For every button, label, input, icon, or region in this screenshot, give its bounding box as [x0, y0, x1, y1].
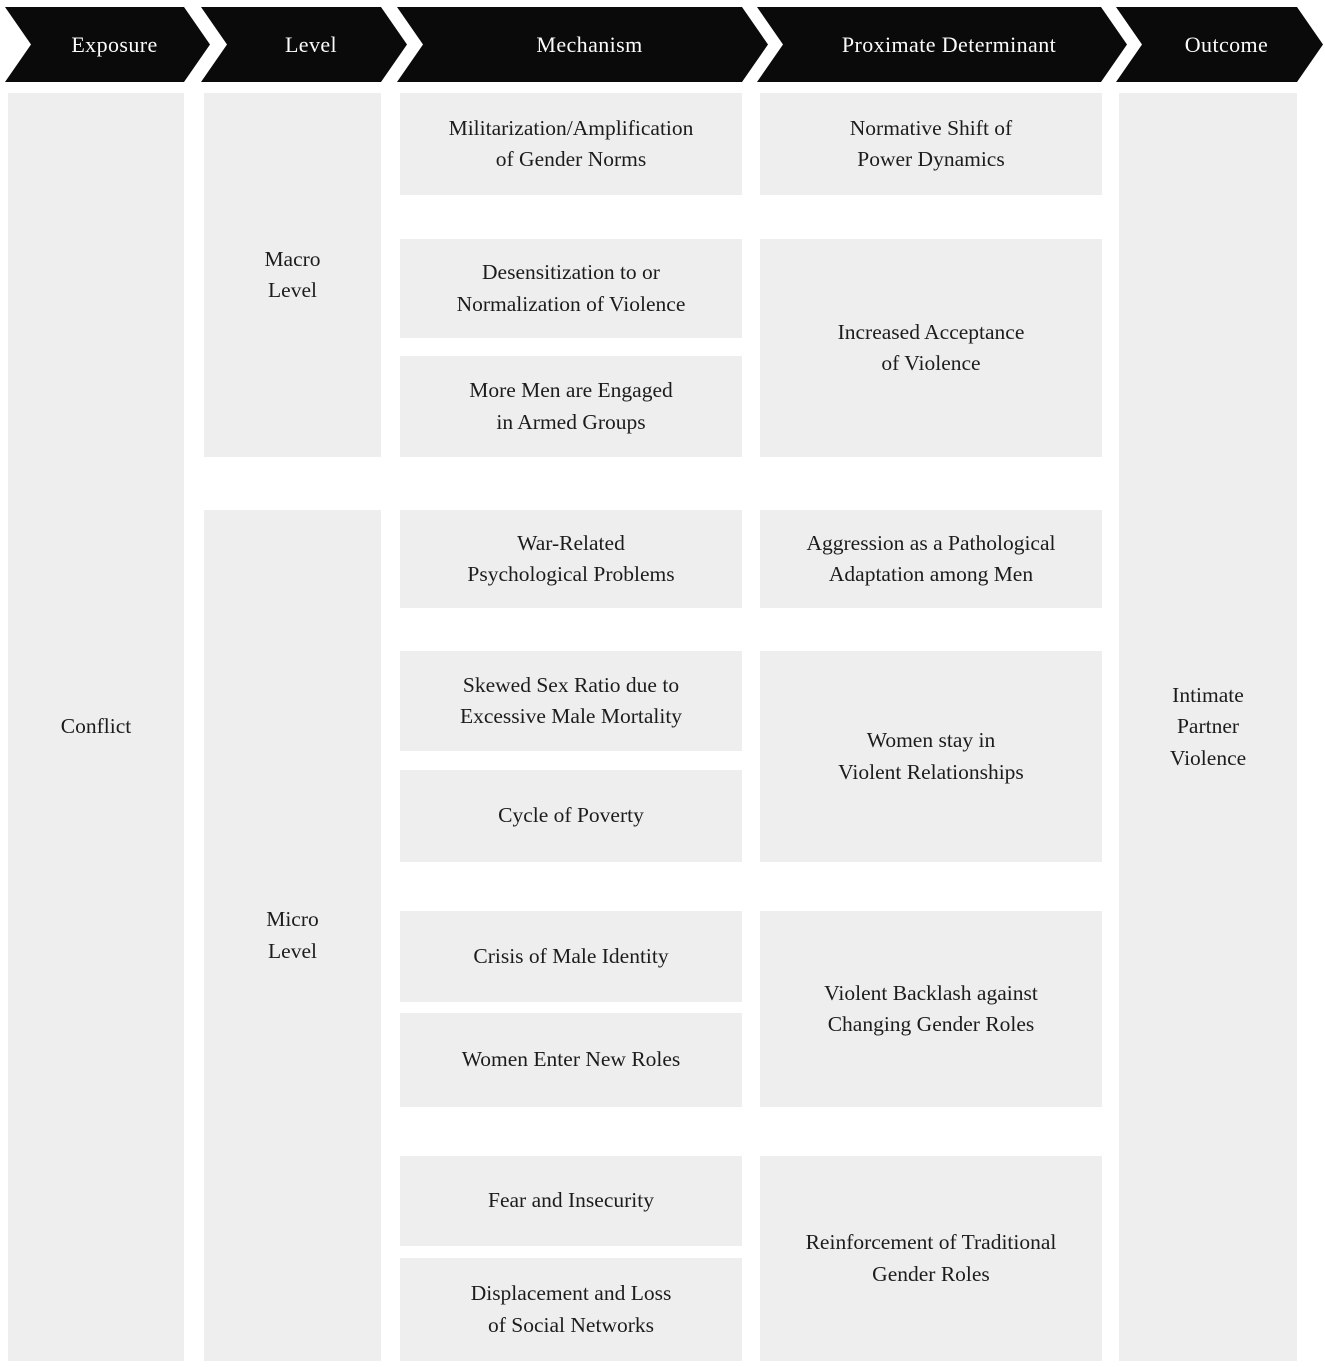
mechanism-box-skewed-sex-ratio: Skewed Sex Ratio due to Excessive Male M…: [400, 651, 742, 751]
level-box-micro: Micro Level: [204, 510, 381, 1361]
header-arrow-mechanism-label: Mechanism: [536, 31, 643, 57]
mechanism-box-militarization: Militarization/Amplification of Gender N…: [400, 93, 742, 195]
header-arrow-proximate-determinant-label: Proximate Determinant: [841, 31, 1057, 57]
determinant-box-violent-backlash: Violent Backlash against Changing Gender…: [760, 911, 1102, 1107]
outcome-box-intimate-partner-violence: Intimate Partner Violence: [1119, 93, 1297, 1361]
mechanism-box-fear-insecurity: Fear and Insecurity: [400, 1156, 742, 1246]
header-arrow-level: Level: [201, 7, 407, 82]
header-arrow-level-label: Level: [284, 31, 338, 57]
mechanism-box-war-psychological-problems: War-Related Psychological Problems: [400, 510, 742, 608]
determinant-box-reinforcement-traditional: Reinforcement of Traditional Gender Role…: [760, 1156, 1102, 1361]
header-arrow-exposure: Exposure: [5, 7, 210, 82]
header-arrow-outcome: Outcome: [1116, 7, 1323, 82]
header-arrow-exposure-label: Exposure: [71, 31, 158, 57]
mechanism-box-more-men-armed-groups: More Men are Engaged in Armed Groups: [400, 356, 742, 457]
header-arrow-proximate-determinant: Proximate Determinant: [757, 7, 1127, 82]
mechanism-box-women-enter-new-roles: Women Enter New Roles: [400, 1013, 742, 1107]
determinant-box-aggression-pathological: Aggression as a Pathological Adaptation …: [760, 510, 1102, 608]
mechanism-box-crisis-male-identity: Crisis of Male Identity: [400, 911, 742, 1002]
determinant-box-women-stay: Women stay in Violent Relationships: [760, 651, 1102, 862]
mechanism-box-displacement: Displacement and Loss of Social Networks: [400, 1258, 742, 1361]
mechanism-box-desensitization: Desensitization to or Normalization of V…: [400, 239, 742, 338]
header-arrow-outcome-label: Outcome: [1184, 31, 1269, 57]
determinant-box-increased-acceptance: Increased Acceptance of Violence: [760, 239, 1102, 457]
level-box-macro: Macro Level: [204, 93, 381, 457]
mechanism-box-cycle-of-poverty: Cycle of Poverty: [400, 770, 742, 862]
header-arrow-mechanism: Mechanism: [397, 7, 768, 82]
exposure-box-conflict: Conflict: [8, 93, 184, 1361]
determinant-box-normative-shift: Normative Shift of Power Dynamics: [760, 93, 1102, 195]
